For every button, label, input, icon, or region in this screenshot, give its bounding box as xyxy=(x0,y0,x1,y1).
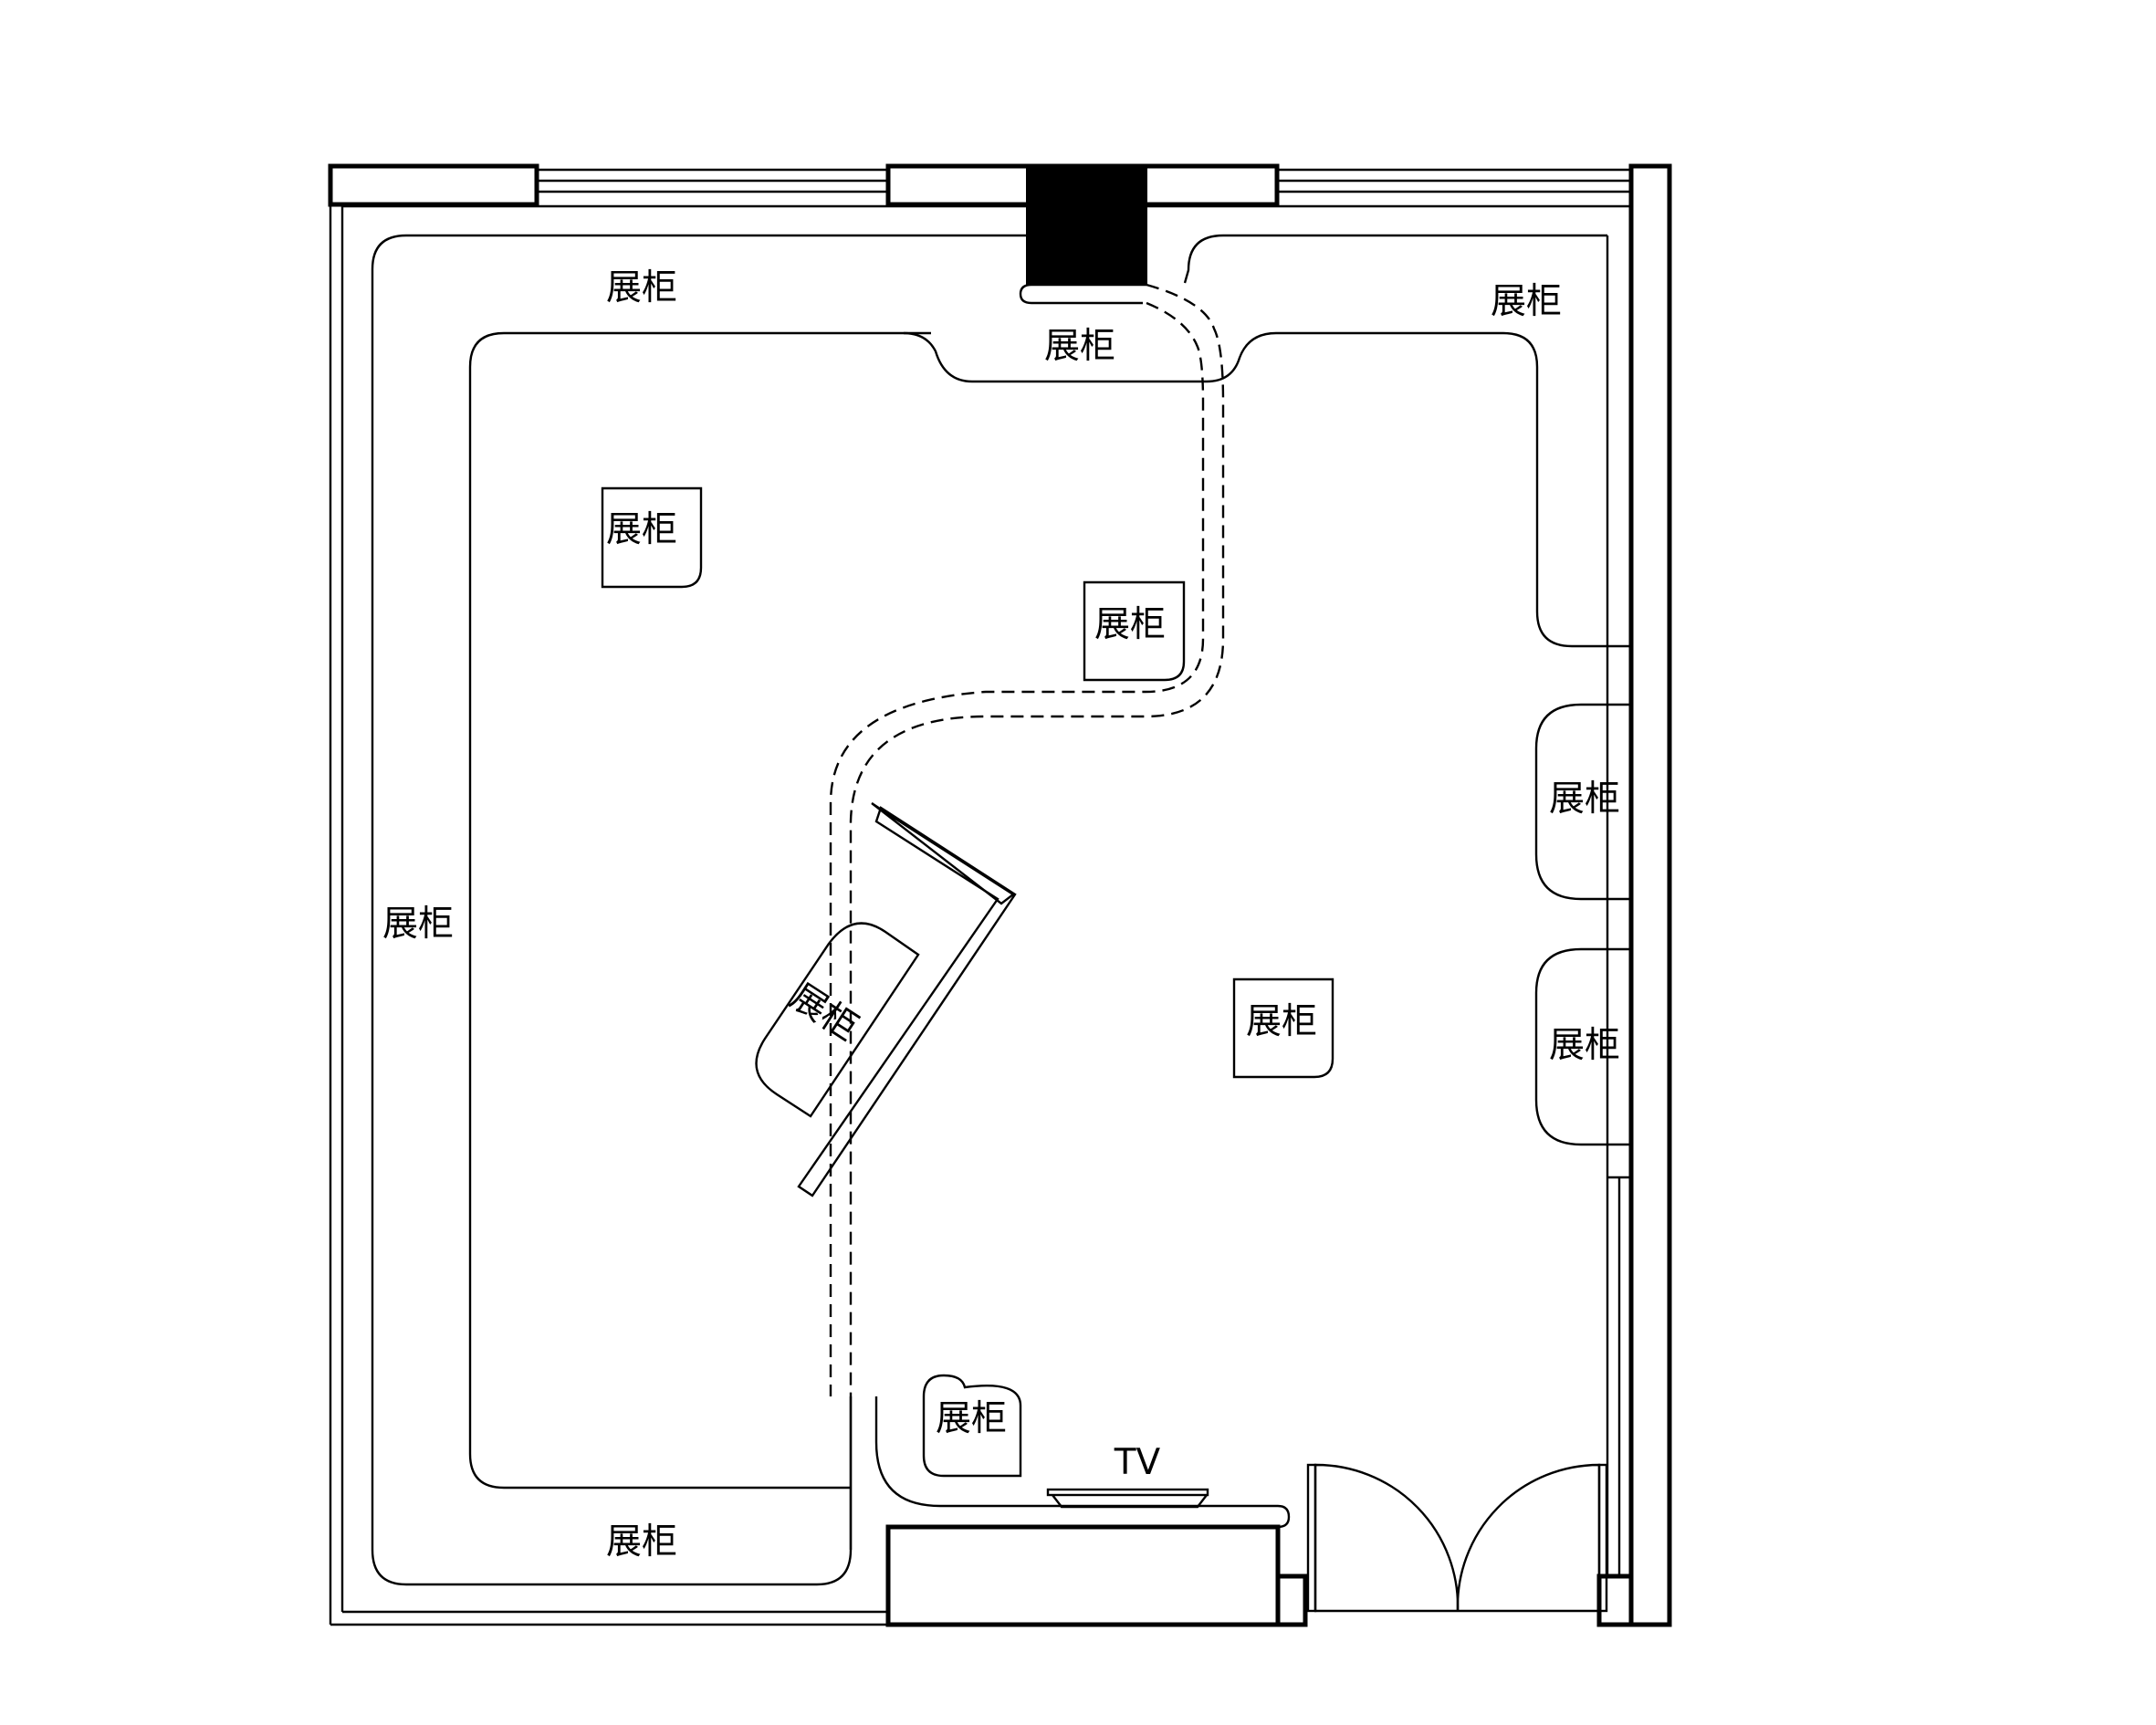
door-jamb-left xyxy=(1275,1573,1308,1627)
cabinet-top-middle xyxy=(903,331,1277,383)
cabinet-right-2 xyxy=(1534,947,1631,1146)
pillar xyxy=(1026,165,1147,286)
label-case-upper-left: 展柜 xyxy=(606,509,677,550)
label-cabinet-top-left: 展柜 xyxy=(606,267,677,308)
case-center-right xyxy=(1232,978,1334,1079)
cabinet-left-inner xyxy=(468,331,931,1490)
door-jamb-right xyxy=(1596,1573,1634,1627)
partition-panel xyxy=(797,806,1017,1197)
display-cases xyxy=(601,486,1334,1478)
label-tv: TV xyxy=(1114,1442,1161,1483)
tv xyxy=(1046,1488,1209,1509)
visitor-route xyxy=(829,283,1225,1396)
case-center-top xyxy=(1083,580,1186,682)
cabinet-top-right xyxy=(1276,331,1631,648)
case-rotated xyxy=(755,922,920,1118)
bottom-wall-block xyxy=(885,1524,1281,1627)
label-cabinet-right-2: 展柜 xyxy=(1549,1025,1620,1066)
label-case-center-top: 展柜 xyxy=(1094,604,1166,645)
perimeter-cabinets xyxy=(371,234,1631,1586)
double-door xyxy=(1306,1463,1608,1613)
case-upper-left xyxy=(601,486,703,589)
top-wall-segment-left xyxy=(328,163,539,207)
label-cabinet-bottom: 展柜 xyxy=(606,1521,677,1563)
label-case-bottom-center: 展柜 xyxy=(936,1398,1007,1439)
label-cabinet-top-right: 展柜 xyxy=(1491,281,1562,322)
right-wall xyxy=(1628,163,1672,1627)
label-cabinet-right-1: 展柜 xyxy=(1549,779,1620,820)
label-cabinet-top-middle: 展柜 xyxy=(1044,326,1115,367)
cabinet-right-1 xyxy=(1534,703,1631,901)
label-case-center-right: 展柜 xyxy=(1246,1001,1317,1042)
label-cabinet-left: 展柜 xyxy=(382,904,454,945)
label-case-rotated: 展柜 xyxy=(783,976,865,1049)
case-bottom-center xyxy=(922,1374,1022,1478)
